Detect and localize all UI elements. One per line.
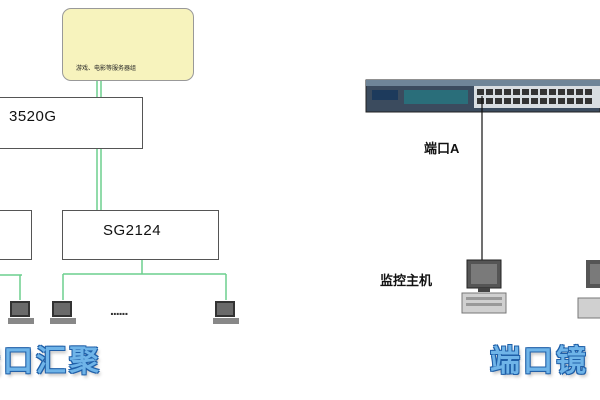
pc-ellipsis: ......	[110, 302, 128, 318]
pc-icon-partial	[577, 260, 600, 319]
left-switch-box	[0, 210, 32, 260]
pc-icon-3	[213, 301, 239, 324]
pc-icon-2	[50, 301, 76, 324]
pc-icon-1	[8, 301, 34, 324]
server-group-caption: 游戏、电影等服务器组	[76, 66, 137, 72]
core-switch-box: 3520G	[0, 97, 143, 149]
port-a-label: 端口A	[424, 141, 460, 156]
server-group-panel	[62, 8, 194, 81]
monitor-host-label: 监控主机	[380, 273, 433, 288]
switch-device-icon	[365, 79, 600, 113]
access-switch-label: SG2124	[103, 222, 162, 239]
access-switch-box: SG2124	[62, 210, 219, 260]
port-aggregation-title: 端口汇聚	[0, 345, 102, 378]
port-mirroring-title: 端口镜	[490, 345, 589, 378]
monitor-host-pc-icon	[461, 259, 507, 314]
core-switch-label: 3520G	[9, 108, 57, 125]
